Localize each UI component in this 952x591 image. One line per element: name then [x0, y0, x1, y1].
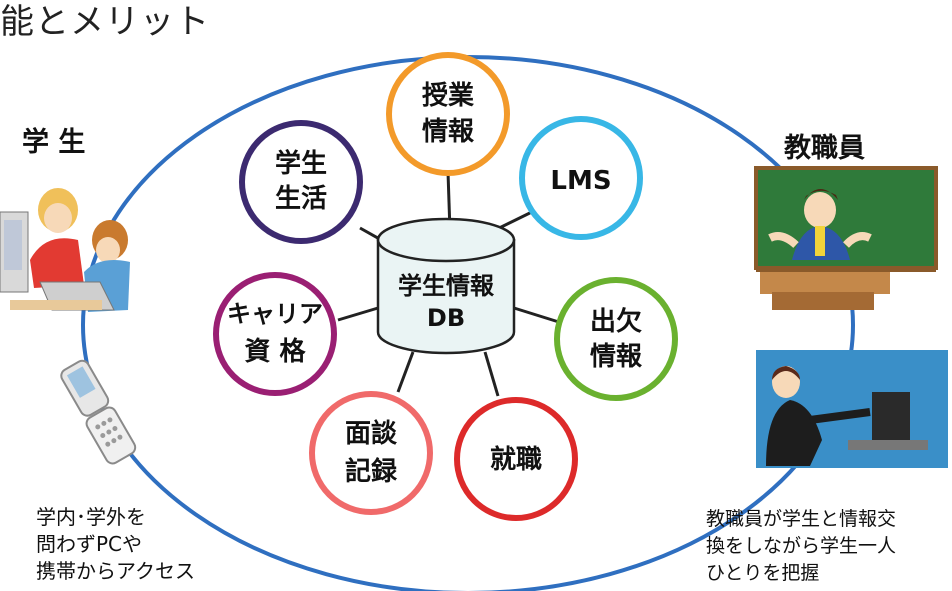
- database-cylinder: 学生情報 DB: [376, 217, 516, 355]
- node-lesson-line-1: 授業: [422, 81, 474, 111]
- staff-label: 教職員: [784, 133, 865, 164]
- db-top: [376, 217, 516, 263]
- staff-at-computer-illustration: [756, 350, 948, 468]
- mobile-phone-illustration: [60, 359, 137, 465]
- connector-employment: [483, 351, 500, 397]
- node-interview: 面談 記録: [309, 391, 433, 515]
- db-body: [376, 238, 516, 355]
- left-caption-line-1: 学内･学外を: [36, 505, 146, 529]
- connector-interview: [396, 351, 415, 393]
- node-lesson-info: 授業 情報: [386, 52, 510, 176]
- node-student-life: 学生 生活: [239, 120, 363, 244]
- node-lesson-ring: [386, 52, 510, 176]
- node-student-life-ring: [239, 120, 363, 244]
- node-lms: LMS: [519, 116, 643, 240]
- node-student-life-line-1: 学生: [275, 148, 327, 179]
- teacher-illustration: [754, 166, 938, 310]
- right-caption-line-1: 教職員が学生と情報交: [706, 508, 897, 530]
- node-lesson-line-2: 情報: [422, 117, 475, 147]
- node-attendance-line-1: 出欠: [590, 306, 642, 337]
- node-attendance-line-2: 情報: [590, 342, 643, 372]
- node-employment-ring: [454, 397, 578, 521]
- students-at-computer-illustration: [0, 188, 130, 312]
- node-employment: 就職: [454, 397, 578, 521]
- page-title: 能とメリット: [0, 2, 210, 42]
- node-attendance-ring: [554, 277, 678, 401]
- node-interview-line-1: 面談: [345, 418, 398, 449]
- node-lms-ring: [519, 116, 643, 240]
- left-caption-line-3: 携帯からアクセス: [36, 559, 195, 583]
- node-attendance: 出欠 情報: [554, 277, 678, 401]
- node-interview-line-2: 記録: [345, 456, 398, 487]
- right-caption: 教職員が学生と情報交 換をしながら学生一人 ひとりを把握: [706, 506, 896, 587]
- node-career-line-2: 資 格: [244, 336, 306, 367]
- db-label-line-1: 学生情報: [398, 272, 495, 300]
- connector-career: [337, 306, 379, 322]
- left-caption-line-2: 問わずPCや: [36, 532, 143, 556]
- node-employment-label: 就職: [490, 445, 542, 475]
- node-career: キャリア 資 格: [213, 272, 337, 396]
- node-lms-label: LMS: [550, 166, 611, 196]
- connector-attendance: [513, 306, 563, 325]
- node-student-life-line-2: 生活: [275, 184, 327, 214]
- left-caption: 学内･学外を 問わずPCや 携帯からアクセス: [36, 504, 195, 585]
- node-career-ring: [213, 272, 337, 396]
- node-career-line-1: キャリア: [227, 300, 323, 328]
- right-caption-line-2: 換をしながら学生一人: [706, 535, 897, 557]
- db-label-line-2: DB: [427, 304, 465, 332]
- right-caption-line-3: ひとりを把握: [706, 562, 820, 584]
- student-label: 学 生: [22, 127, 86, 158]
- node-interview-ring: [309, 391, 433, 515]
